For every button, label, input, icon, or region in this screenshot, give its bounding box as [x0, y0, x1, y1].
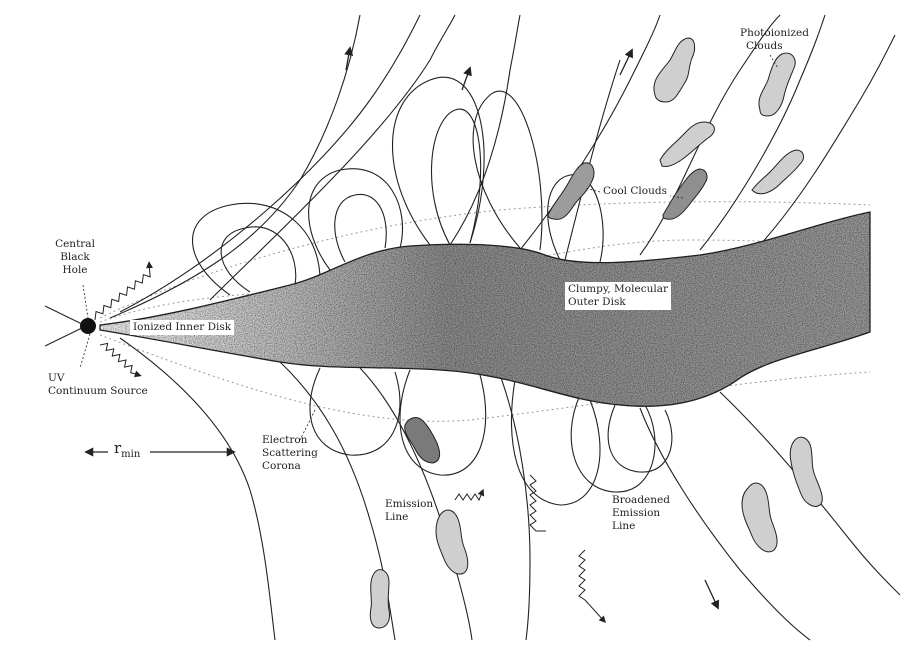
emission-cloud: [742, 483, 777, 552]
emission-cloud: [370, 570, 389, 628]
emission-cloud: [436, 510, 468, 574]
emission-line-label: Emission Line: [385, 498, 433, 524]
electron-corona-label: Electron Scattering Corona: [262, 434, 318, 473]
uv-source-label: UV Continuum Source: [48, 372, 148, 398]
emission-cloud: [790, 437, 822, 506]
cool-clouds-label: Cool Clouds: [600, 184, 670, 199]
ionized-inner-disk-label: Ionized Inner Disk: [130, 320, 234, 335]
broadened-emission-line-label: Broadened Emission Line: [612, 494, 670, 533]
rmin-label: rmin: [114, 440, 140, 463]
clumpy-outer-disk-label: Clumpy, Molecular Outer Disk: [565, 282, 671, 310]
photoionized-clouds-label: Photoionized Clouds: [740, 27, 809, 53]
black-hole: [45, 306, 96, 346]
photoionized-cloud: [752, 150, 803, 194]
photoionized-cloud: [654, 38, 695, 102]
central-black-hole-label: Central Black Hole: [45, 238, 105, 277]
accretion-disk: [100, 200, 880, 420]
cool-cloud: [548, 163, 594, 220]
photoionized-cloud: [660, 122, 714, 167]
photoionized-cloud: [759, 53, 795, 116]
